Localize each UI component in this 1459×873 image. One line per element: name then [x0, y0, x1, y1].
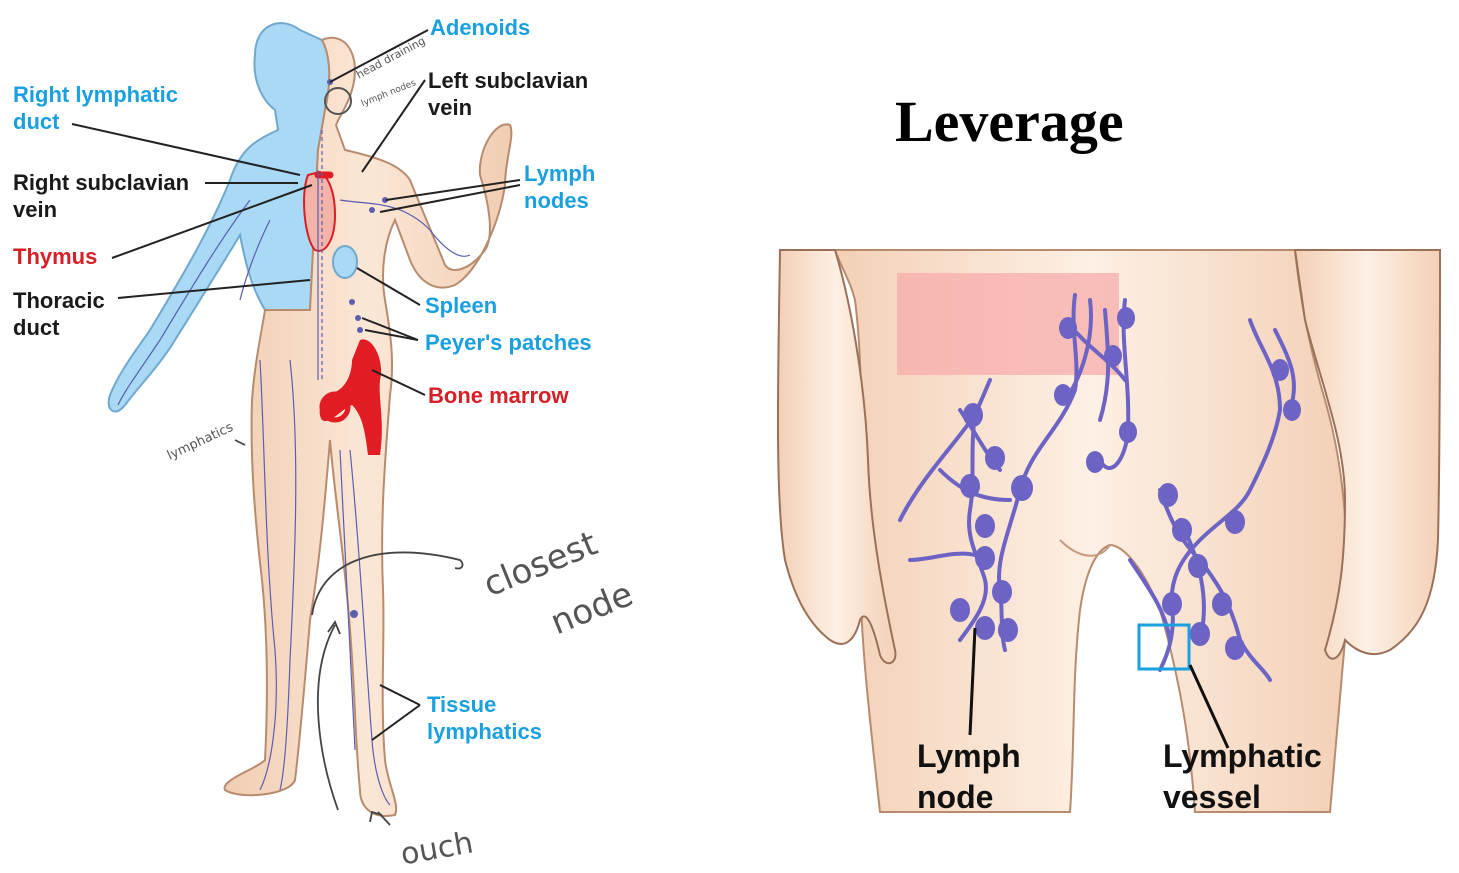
label-left-subclavian-vein-line2: vein	[428, 95, 473, 120]
label-tissue-lymphatics-line2: lymphatics	[427, 719, 542, 744]
right-drainage-region	[107, 22, 332, 413]
hip-joint	[319, 391, 351, 423]
bone-marrow-shape	[319, 339, 382, 455]
label-right-lymphatic-duct-line1: Right lymphatic	[13, 82, 179, 107]
lymph-nodes	[950, 307, 1301, 660]
label-bone-marrow: Bone marrow	[428, 383, 569, 408]
handwritten-arrows	[234, 439, 464, 826]
left-arm	[776, 249, 897, 665]
label-lymph-node-line2: node	[917, 779, 994, 815]
label-tissue-lymphatics-line1: Tissue	[427, 692, 497, 717]
label-spleen: Spleen	[425, 293, 498, 318]
lymphatic-vessels	[117, 130, 471, 806]
label-lymphatic-vessel-line1: Lymphatic	[1163, 738, 1322, 774]
spleen-shape	[332, 245, 358, 279]
label-lymphatic-vessel-line2: vessel	[1163, 779, 1261, 815]
label-lymph-nodes-line1: Lymph	[524, 161, 596, 186]
pelvis-illustration	[776, 249, 1442, 813]
label-right-subclavian-vein-line1: Right subclavian	[13, 170, 190, 195]
label-adenoids: Adenoids	[430, 15, 531, 40]
right-arm	[1293, 249, 1442, 660]
label-right-subclavian-vein-line2: vein	[13, 197, 58, 222]
label-lymph-node-line1: Lymph	[917, 738, 1021, 774]
leader-lines-left	[71, 29, 521, 741]
thymus-shape	[303, 170, 337, 252]
label-thoracic-duct-line1: Thoracic	[13, 288, 105, 313]
title-leverage: Leverage	[895, 89, 1124, 154]
leader-lines-right	[968, 627, 1230, 749]
highlight-region	[897, 273, 1119, 375]
label-peyers-patches: Peyer's patches	[425, 330, 592, 355]
vessel-highlight-box	[1137, 623, 1191, 671]
label-lymph-nodes-line2: nodes	[524, 188, 589, 213]
label-thoracic-duct-line2: duct	[13, 315, 60, 340]
label-thymus: Thymus	[13, 244, 98, 269]
label-left-subclavian-vein-line1: Left subclavian	[428, 68, 589, 93]
label-right-lymphatic-duct-line2: duct	[13, 109, 60, 134]
body-figure	[107, 22, 513, 817]
head-draining-circle	[324, 87, 352, 115]
